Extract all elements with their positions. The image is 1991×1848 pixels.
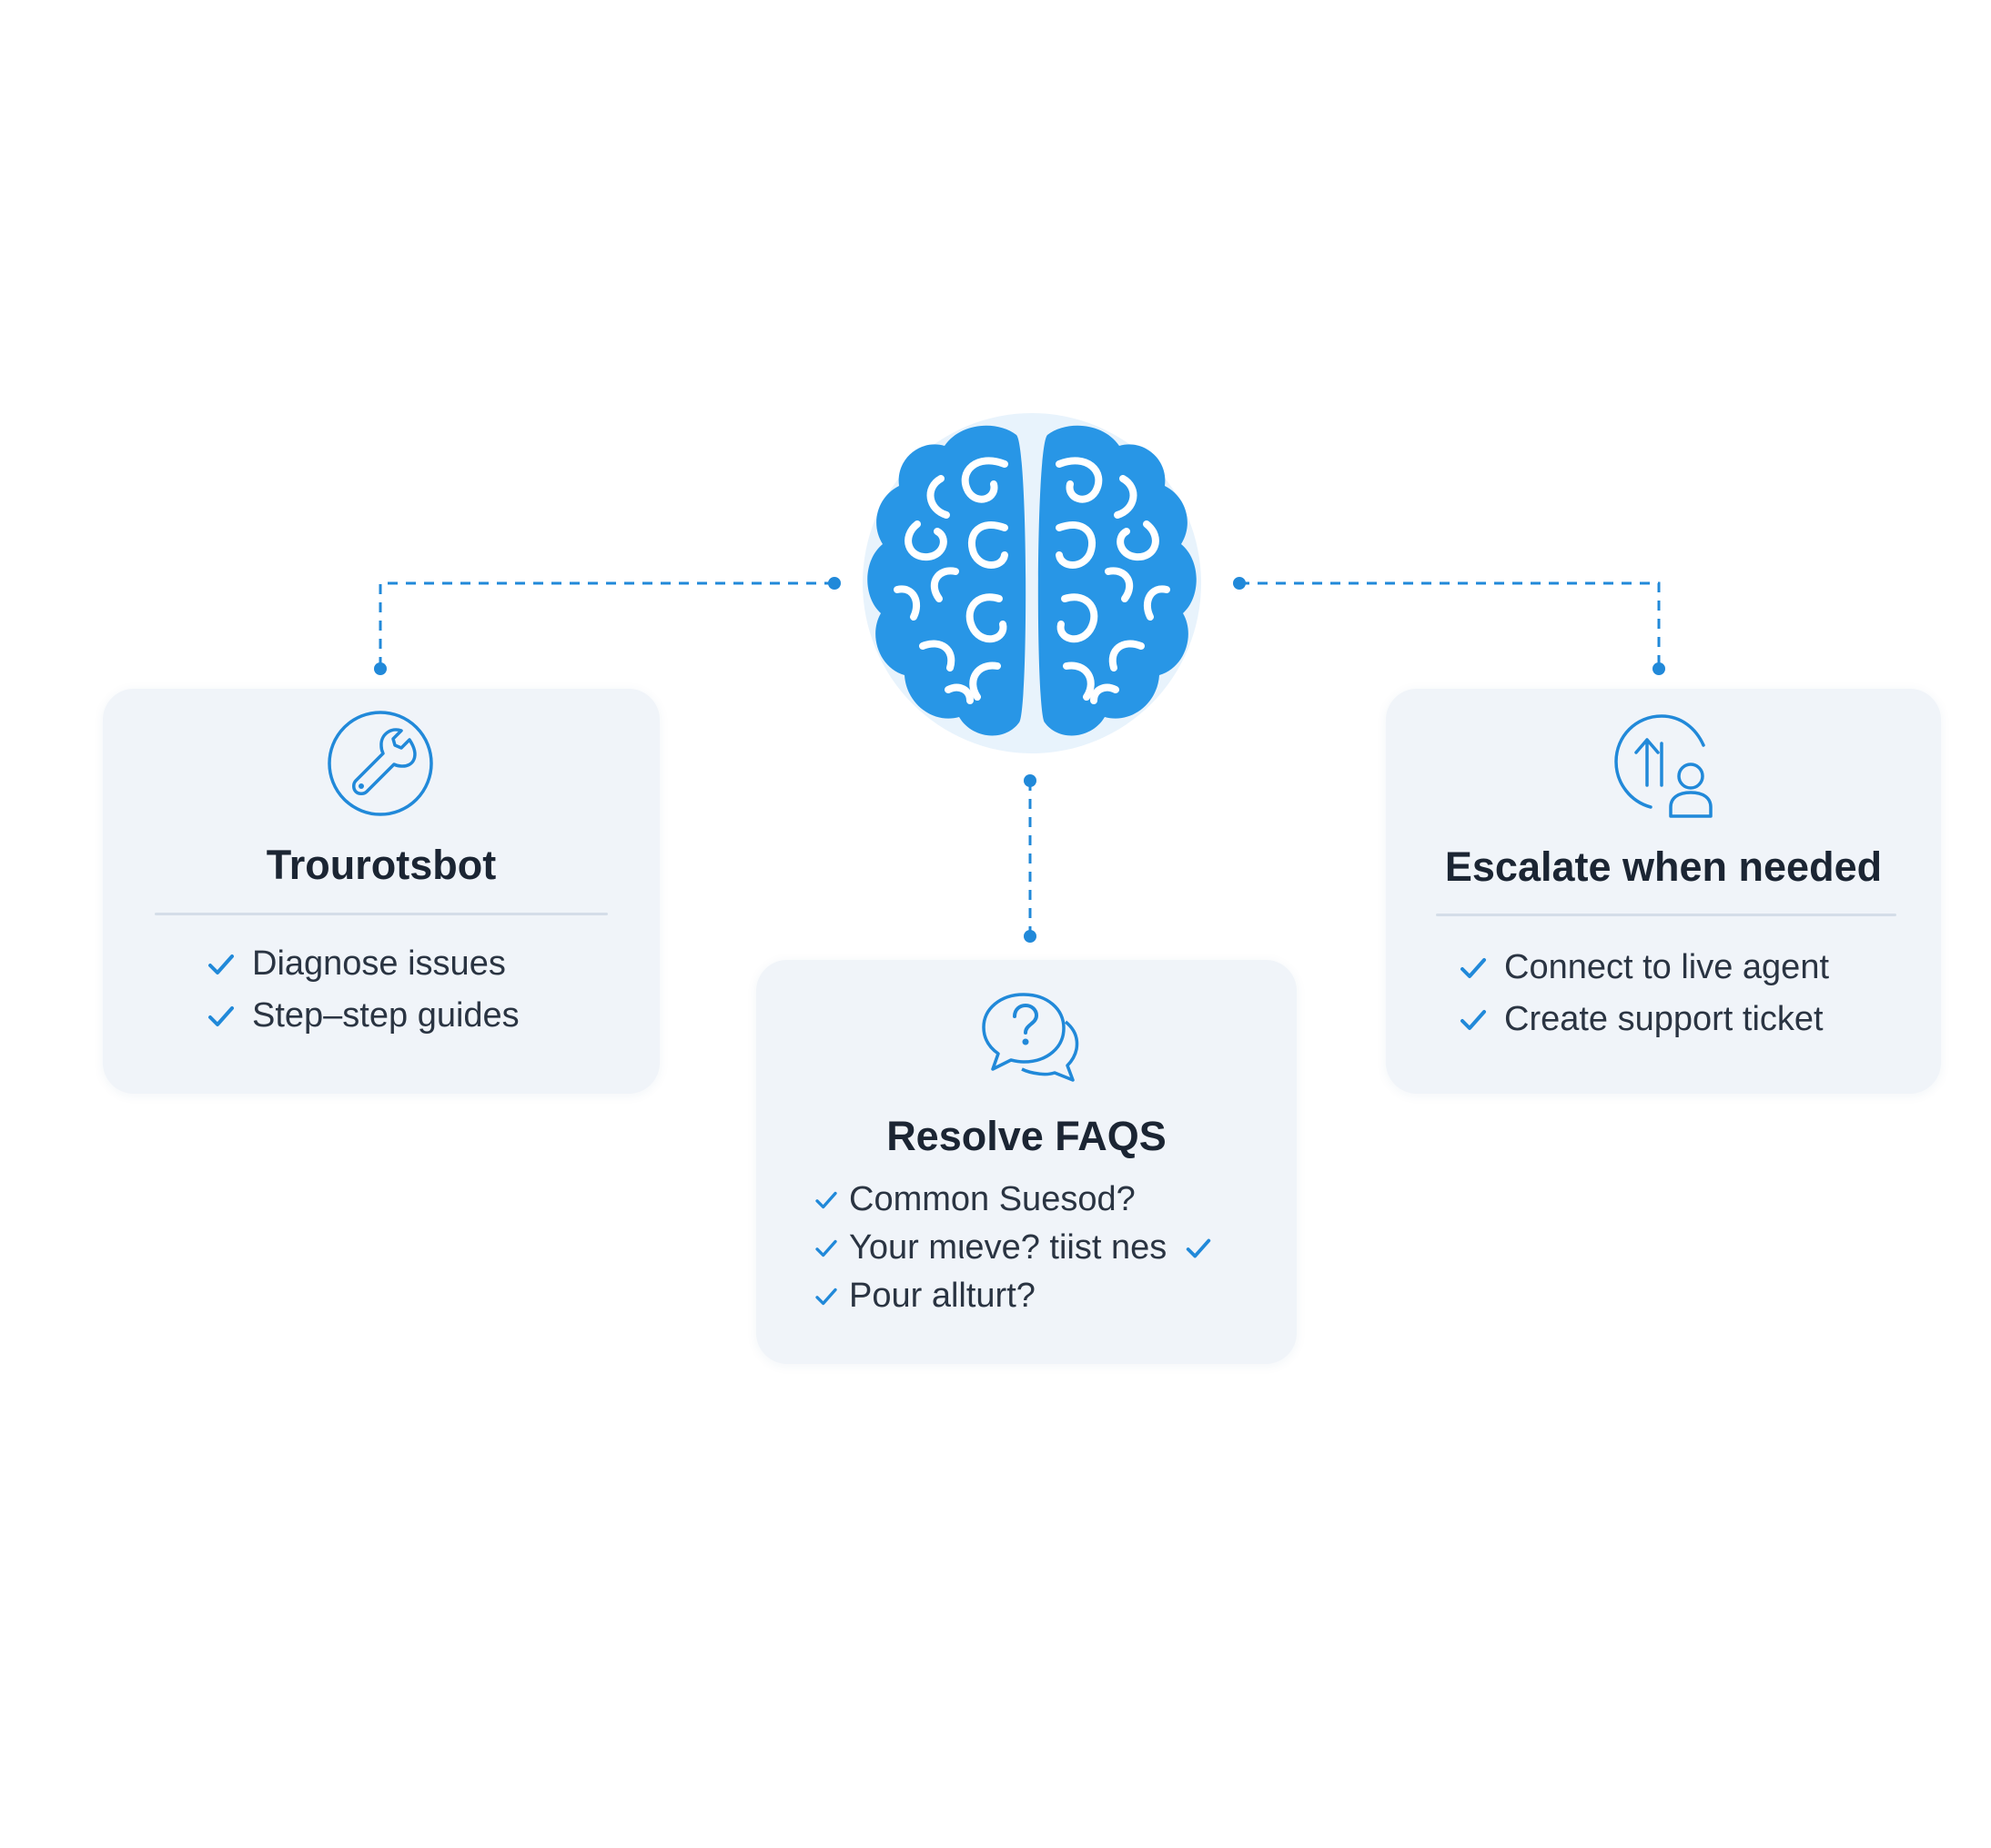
card-title: Escalate when needed bbox=[1444, 843, 1883, 890]
card-troubleshoot: Trourotsbot Diagnose issues Step–step gu… bbox=[103, 689, 660, 1094]
list-item: Your mιeve? tiist nes bbox=[813, 1224, 1214, 1272]
connector-dot bbox=[1024, 930, 1036, 943]
checkmark-icon bbox=[208, 1005, 234, 1026]
checkmark-icon bbox=[1186, 1238, 1211, 1257]
divider bbox=[155, 913, 608, 915]
feature-list: Common Suesod? Your mιeve? tiist nes Pou… bbox=[813, 1176, 1214, 1320]
card-title: Resolve FAQS bbox=[886, 1113, 1167, 1159]
list-item-label: Connect to live agent bbox=[1504, 948, 1830, 986]
checkmark-icon bbox=[815, 1288, 837, 1305]
checkmark-icon bbox=[815, 1191, 837, 1208]
wrench-icon bbox=[328, 711, 433, 816]
list-item-label: Step–step guides bbox=[252, 996, 520, 1035]
checkmark-icon bbox=[815, 1239, 837, 1257]
list-item-label: Pour allturt? bbox=[849, 1277, 1036, 1315]
list-item-label: Diagnose issues bbox=[252, 944, 506, 983]
connector-dot bbox=[828, 577, 841, 590]
connector-dot bbox=[1652, 662, 1665, 675]
list-item: Connect to live agent bbox=[1457, 942, 1829, 994]
card-escalate: Escalate when needed Connect to live age… bbox=[1386, 689, 1941, 1094]
feature-list: Connect to live agent Create support tic… bbox=[1457, 942, 1829, 1045]
list-item: Diagnose issues bbox=[205, 938, 520, 990]
feature-list: Diagnose issues Step–step guides bbox=[205, 938, 520, 1042]
connector-right bbox=[1239, 581, 1661, 669]
checkmark-icon bbox=[1460, 957, 1486, 978]
list-item-label: Common Suesod? bbox=[849, 1180, 1136, 1218]
connector-dot bbox=[374, 662, 387, 675]
list-item-label: Create support ticket bbox=[1504, 1000, 1824, 1038]
list-item-label: Your mιeve? tiist nes bbox=[849, 1228, 1167, 1267]
checkmark-icon bbox=[1460, 1009, 1486, 1030]
chat-question-icon bbox=[982, 993, 1079, 1082]
divider bbox=[1436, 914, 1896, 916]
list-item: Create support ticket bbox=[1457, 994, 1829, 1045]
escalate-user-icon bbox=[1614, 714, 1713, 818]
connector-dot bbox=[1233, 577, 1246, 590]
list-item: Common Suesod? bbox=[813, 1176, 1214, 1224]
list-item: Step–step guides bbox=[205, 990, 520, 1042]
checkmark-icon bbox=[208, 954, 234, 974]
card-resolve-faqs: Resolve FAQS Common Suesod? Your mιeve? … bbox=[756, 960, 1297, 1364]
brain-icon bbox=[863, 413, 1201, 753]
connector-dot bbox=[1024, 774, 1036, 787]
connector-left bbox=[379, 581, 834, 669]
list-item: Pour allturt? bbox=[813, 1272, 1214, 1320]
card-title: Trourotsbot bbox=[266, 842, 497, 888]
